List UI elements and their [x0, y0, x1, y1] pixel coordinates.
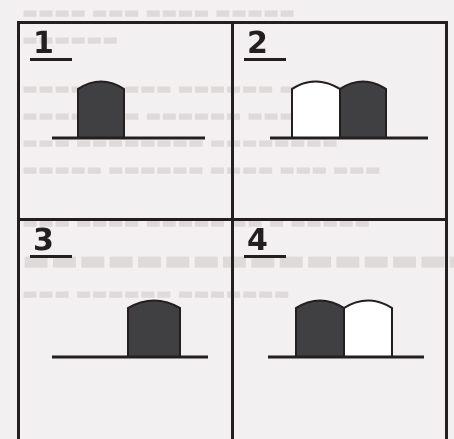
white-block — [292, 82, 340, 139]
panel-1-drawing — [20, 24, 231, 218]
white-block — [344, 301, 392, 358]
panel-4: 4 — [234, 221, 445, 415]
panel-3-drawing — [20, 221, 231, 415]
dark-block — [128, 301, 180, 358]
dark-block — [296, 301, 344, 358]
dark-block — [340, 82, 386, 139]
panel-3: 3 — [20, 221, 231, 415]
panel-1: 1 — [20, 24, 231, 218]
panel-2-drawing — [234, 24, 445, 218]
panel-4-drawing — [234, 221, 445, 415]
four-panel-grid: 1 2 3 4 — [17, 21, 448, 439]
panel-2: 2 — [234, 24, 445, 218]
dark-block — [78, 82, 124, 139]
